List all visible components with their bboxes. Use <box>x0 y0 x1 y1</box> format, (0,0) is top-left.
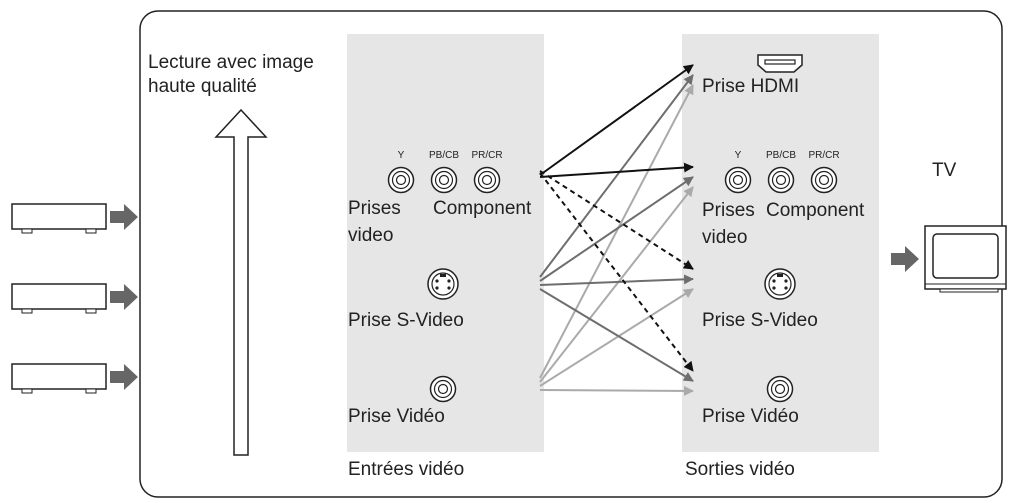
input-component-label2: video <box>348 225 394 246</box>
output-jack-label-pb: PB/CB <box>765 150 796 161</box>
input-composite-jack <box>429 375 457 403</box>
output-component-label2: video <box>702 227 748 248</box>
source-device-2 <box>11 283 107 314</box>
input-component-label3: Component <box>433 198 532 219</box>
input-rca-pr-jack <box>473 166 501 194</box>
tv-icon <box>924 225 1007 293</box>
connection-composite-to-composite <box>539 385 694 396</box>
output-component-label1: Prises <box>702 200 755 221</box>
outputs-caption: Sorties vidéo <box>685 459 795 480</box>
output-rca-pb-jack <box>767 166 795 194</box>
input-svideo-label: Prise S-Video <box>348 310 464 331</box>
output-jack-label-y: Y <box>734 150 742 161</box>
tv-label: TV <box>932 160 957 181</box>
output-component-label3: Component <box>766 200 865 221</box>
input-jack-label-pb: PB/CB <box>428 150 459 161</box>
output-composite-label: Prise Vidéo <box>702 406 799 427</box>
inputs-caption: Entrées vidéo <box>348 459 465 480</box>
output-svideo-label: Prise S-Video <box>702 310 818 331</box>
tv-arrow <box>891 246 919 272</box>
input-rca-y-jack <box>387 166 415 194</box>
connection-component-to-component <box>539 162 694 178</box>
input-svideo-jack <box>427 268 459 300</box>
output-svideo-jack <box>764 268 796 300</box>
connection-component-to-composite <box>539 172 694 372</box>
connection-component-to-hdmi <box>539 64 694 176</box>
connections-layer <box>539 64 694 396</box>
connection-svideo-to-hdmi <box>539 74 694 278</box>
quality-up-arrow <box>214 108 268 456</box>
left-note-line2: haute qualité <box>148 76 257 97</box>
output-hdmi-icon <box>757 54 803 73</box>
connection-svideo-to-component <box>539 176 694 282</box>
input-component-label1: Prises <box>348 198 401 219</box>
output-hdmi-label: Prise HDMI <box>702 76 800 97</box>
output-rca-pr-jack <box>810 166 838 194</box>
left-note-line1: Lecture avec image <box>148 52 314 73</box>
output-composite-jack <box>766 375 794 403</box>
source-device-3 <box>11 363 107 394</box>
connection-svideo-to-svideo <box>539 274 694 286</box>
input-composite-label: Prise Vidéo <box>348 406 445 427</box>
connection-composite-to-svideo <box>539 288 694 387</box>
input-rca-pb-jack <box>430 166 458 194</box>
source-arrow-2 <box>110 284 138 310</box>
source-arrow-1 <box>110 204 138 230</box>
connection-component-to-svideo <box>539 170 694 270</box>
input-jack-label-y: Y <box>397 150 405 161</box>
source-arrow-3 <box>110 364 138 390</box>
input-jack-label-pr: PR/CR <box>471 150 503 161</box>
connection-composite-to-hdmi <box>539 84 694 379</box>
output-jack-label-pr: PR/CR <box>808 150 840 161</box>
connection-svideo-to-composite <box>539 288 694 382</box>
source-device-1 <box>11 203 107 234</box>
output-rca-y-jack <box>724 166 752 194</box>
connection-composite-to-component <box>539 186 694 383</box>
